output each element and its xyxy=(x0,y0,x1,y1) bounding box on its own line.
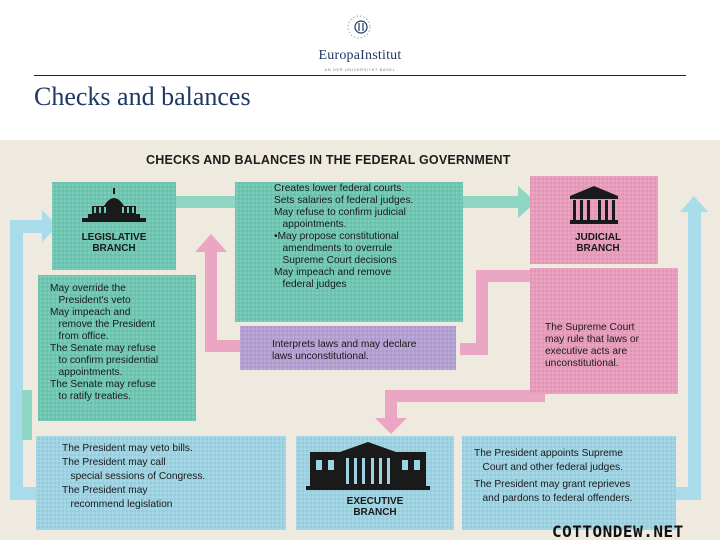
judicial-branch-label: JUDICIAL BRANCH xyxy=(546,232,650,254)
executive-branch-box xyxy=(296,436,454,530)
power-line: •May propose constitutional xyxy=(274,231,399,242)
power-line: unconstitutional. xyxy=(545,358,619,369)
judicial-powers-over-legislative-box xyxy=(240,326,456,370)
power-line: President's veto xyxy=(50,295,131,306)
supreme-court-icon xyxy=(570,186,618,224)
legislative-over-judicial-text: Creates lower federal courts. Sets salar… xyxy=(274,183,413,291)
power-line: May override the xyxy=(50,283,126,294)
legislative-powers-over-executive-box xyxy=(38,275,196,421)
executive-powers-over-legislative-box xyxy=(36,436,286,530)
power-line: may rule that laws or xyxy=(545,334,639,345)
power-line: The President may xyxy=(62,485,148,496)
judicial-powers-over-executive-box xyxy=(530,268,678,394)
power-line: special sessions of Congress. xyxy=(62,471,206,482)
power-line: executive acts are xyxy=(545,346,628,357)
legislative-name-line: LEGISLATIVE xyxy=(81,232,147,243)
executive-name-line: BRANCH xyxy=(353,507,397,518)
power-line: to confirm presidential xyxy=(50,355,159,366)
watermark: COTTONDEW.NET xyxy=(552,522,684,540)
power-line: remove the President xyxy=(50,319,156,330)
arrow-legislative-to-executive xyxy=(22,390,32,440)
legislative-branch-box xyxy=(52,182,176,270)
power-line: Sets salaries of federal judges. xyxy=(274,195,414,206)
judicial-over-executive-text: The Supreme Court may rule that laws or … xyxy=(545,322,639,370)
header-divider xyxy=(34,75,686,76)
legislative-name-line: BRANCH xyxy=(92,243,136,254)
power-line: May impeach and remove xyxy=(274,267,392,278)
power-line: The President may grant reprieves xyxy=(474,479,631,490)
judicial-name-line: JUDICIAL xyxy=(574,232,622,243)
power-line: recommend legislation xyxy=(62,499,173,510)
flow-arrows xyxy=(10,186,708,500)
logo-tagline: AN DER UNIVERSITÄT BASEL xyxy=(324,67,396,72)
power-line: Creates lower federal courts. xyxy=(274,183,405,194)
power-line: The Senate may refuse xyxy=(50,343,156,354)
executive-over-judicial-text: The President appoints Supreme Court and… xyxy=(474,447,632,506)
institute-emblem-icon xyxy=(347,15,371,39)
power-line: May refuse to confirm judicial xyxy=(274,207,406,218)
power-line: amendments to overrule xyxy=(274,243,393,254)
power-line: laws unconstitutional. xyxy=(272,351,369,362)
power-line: and pardons to federal offenders. xyxy=(474,493,633,504)
arrow-executive-to-legislative xyxy=(10,220,23,500)
power-line: The Supreme Court xyxy=(545,322,635,333)
europa-institut-logo: EuropaInstitut AN DER UNIVERSITÄT BASEL xyxy=(300,12,420,72)
power-line: Court and other federal judges. xyxy=(474,462,623,473)
power-line: The President may veto bills. xyxy=(62,443,193,454)
executive-branch-label: EXECUTIVE BRANCH xyxy=(310,496,440,518)
judicial-over-legislative-text: Interprets laws and may declare laws unc… xyxy=(272,339,416,363)
logo-name: EuropaInstitut xyxy=(318,48,402,63)
arrow-executive-to-judicial xyxy=(688,210,701,500)
power-line: May impeach and xyxy=(50,307,131,318)
executive-over-legislative-text: The President may veto bills. The Presid… xyxy=(62,442,205,512)
power-line: federal judges xyxy=(274,279,347,290)
legislative-powers-over-judicial-box xyxy=(235,182,463,322)
power-line: appointments. xyxy=(50,367,123,378)
checks-and-balances-diagram: CHECKS AND BALANCES IN THE FEDERAL GOVER… xyxy=(0,140,720,540)
diagram-graphics xyxy=(10,176,708,530)
judicial-name-line: BRANCH xyxy=(576,243,620,254)
executive-name-line: EXECUTIVE xyxy=(346,496,404,507)
power-line: The Senate may refuse xyxy=(50,379,156,390)
power-line: The President may call xyxy=(62,457,166,468)
power-line: to ratify treaties. xyxy=(50,391,131,402)
power-line: Interprets laws and may declare xyxy=(272,339,417,350)
power-line: Supreme Court decisions xyxy=(274,255,397,266)
slide-title: Checks and balances xyxy=(34,82,251,111)
legislative-branch-label: LEGISLATIVE BRANCH xyxy=(62,232,166,254)
arrow-legislative-to-judicial xyxy=(175,196,235,208)
diagram-title: CHECKS AND BALANCES IN THE FEDERAL GOVER… xyxy=(146,153,511,167)
power-line: from office. xyxy=(50,331,109,342)
capitol-icon xyxy=(82,188,146,222)
arrow-judicial-to-legislative xyxy=(205,250,217,350)
power-line: The President appoints Supreme xyxy=(474,448,623,459)
legislative-over-executive-text: May override the President's veto May im… xyxy=(50,283,158,403)
judicial-branch-box xyxy=(530,176,658,264)
executive-powers-over-judicial-box xyxy=(462,436,676,530)
power-line: appointments. xyxy=(274,219,347,230)
white-house-icon xyxy=(306,442,430,490)
